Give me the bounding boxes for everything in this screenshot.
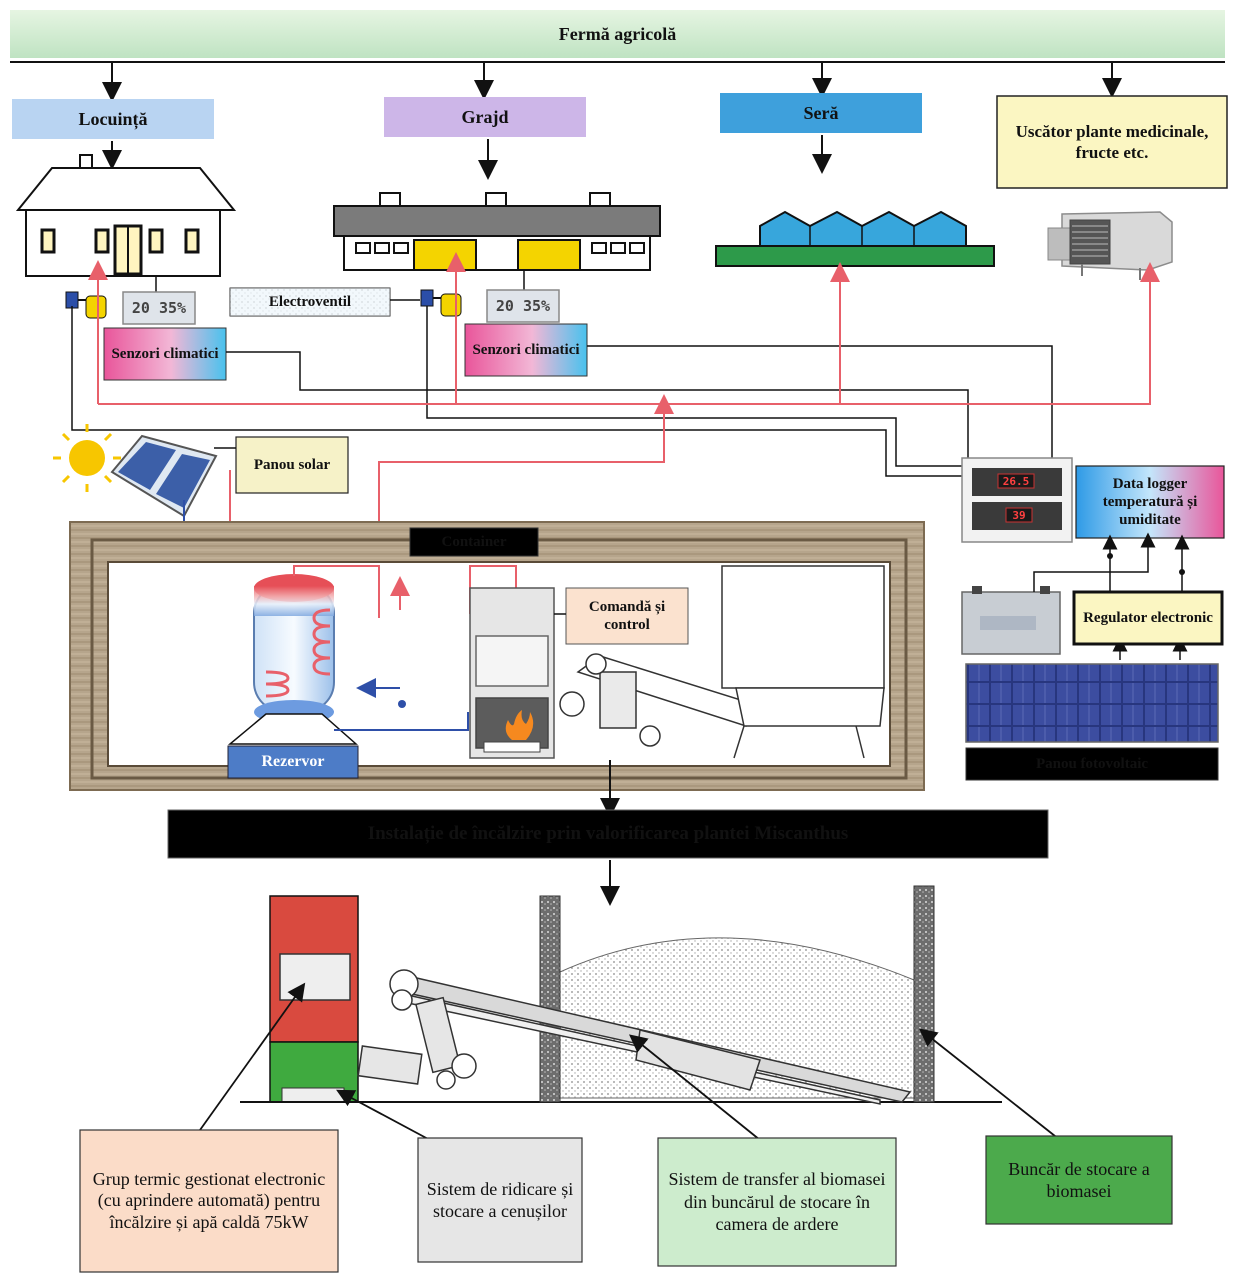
tank-label-bg	[227, 745, 359, 779]
sun-icon	[53, 424, 121, 492]
tank-label: Rezervor	[261, 753, 325, 770]
logger-label-bg	[1075, 465, 1225, 539]
thermal-group-label-bg	[79, 1129, 339, 1273]
greenhouse-label-bg	[720, 93, 922, 133]
house-label: Locuință	[78, 108, 148, 129]
pv-label-bg	[965, 747, 1219, 781]
house-label-bg	[12, 99, 214, 139]
solar-label-bg	[235, 436, 349, 494]
greenhouse-illustration	[715, 210, 995, 267]
stable-label-bg	[384, 97, 586, 137]
water-tank	[227, 565, 380, 745]
house-illustration	[15, 154, 237, 277]
component-pointers	[199, 982, 1061, 1141]
ash-system-label: Sistem de ridicare și stocare a cenușilo…	[426, 1178, 574, 1222]
control-label: Comandă și control	[588, 599, 666, 633]
boiler-unit-illustration	[269, 895, 359, 1103]
stable-illustration	[333, 192, 661, 271]
dryer-label: Uscător plante medicinale, fructe etc.	[1015, 121, 1209, 162]
greenhouse-label: Seră	[803, 102, 839, 123]
ash-label-bg	[417, 1137, 583, 1263]
transfer-label-bg	[657, 1137, 897, 1267]
data-logger-label: Data logger temperatură și umiditate	[1102, 476, 1198, 528]
thermal-group-label: Grup termic gestionat electronic (cu apr…	[92, 1168, 326, 1232]
electrovalve-label: Electroventil	[268, 293, 352, 310]
boiler-illustration	[469, 587, 555, 759]
valve-icon	[65, 291, 107, 319]
storage-bunker-label: Buncăr de stocare a biomasei	[1008, 1158, 1150, 1202]
regulator-label-bg	[1072, 590, 1224, 646]
container-label-bg	[409, 527, 539, 557]
page-title: Fermă agricolă	[558, 23, 677, 44]
top-down-arrows	[102, 62, 1122, 102]
pellet-feeder-illustration	[559, 565, 885, 759]
title-bar	[10, 10, 1225, 58]
installation-label: Instalație de încălzire prin valorificar…	[367, 823, 849, 844]
sensors-label-bg-1	[103, 327, 227, 381]
solar-panel-illustration	[110, 434, 218, 518]
sensors-label-bg-2	[464, 323, 588, 377]
container-label: Container	[441, 533, 507, 550]
dryer-label-bg	[996, 95, 1228, 189]
installation-label-bg	[167, 809, 1049, 859]
battery-illustration	[961, 586, 1061, 655]
dryer-illustration	[1047, 211, 1173, 280]
thermometer-reading-2: 20 35%	[495, 297, 551, 315]
thermometer-display-1	[122, 291, 196, 325]
logger-display-2: 39	[1012, 508, 1026, 522]
transfer-system-label: Sistem de transfer al biomasei din buncă…	[668, 1169, 886, 1235]
signal-wiring	[71, 306, 1053, 477]
pv-panel-illustration	[965, 663, 1219, 743]
bunker-label-bg	[985, 1135, 1173, 1225]
thermometer-reading-1: 20 35%	[131, 299, 187, 317]
data-logger-device	[961, 457, 1073, 543]
thermometer-display-2	[486, 289, 560, 323]
logger-wiring	[1033, 532, 1190, 660]
control-label-bg	[565, 587, 689, 645]
regulator-label: Regulator electronic	[1083, 610, 1213, 626]
sensors-label-1: Senzori climatici	[111, 346, 219, 362]
sensors-label-2: Senzori climatici	[472, 342, 580, 358]
pv-panel-label: Panou fotovoltaic	[1035, 755, 1149, 772]
stable-label: Grajd	[461, 106, 509, 127]
solar-panel-label: Panou solar	[253, 457, 331, 473]
logger-display-1: 26.5	[1002, 474, 1030, 488]
